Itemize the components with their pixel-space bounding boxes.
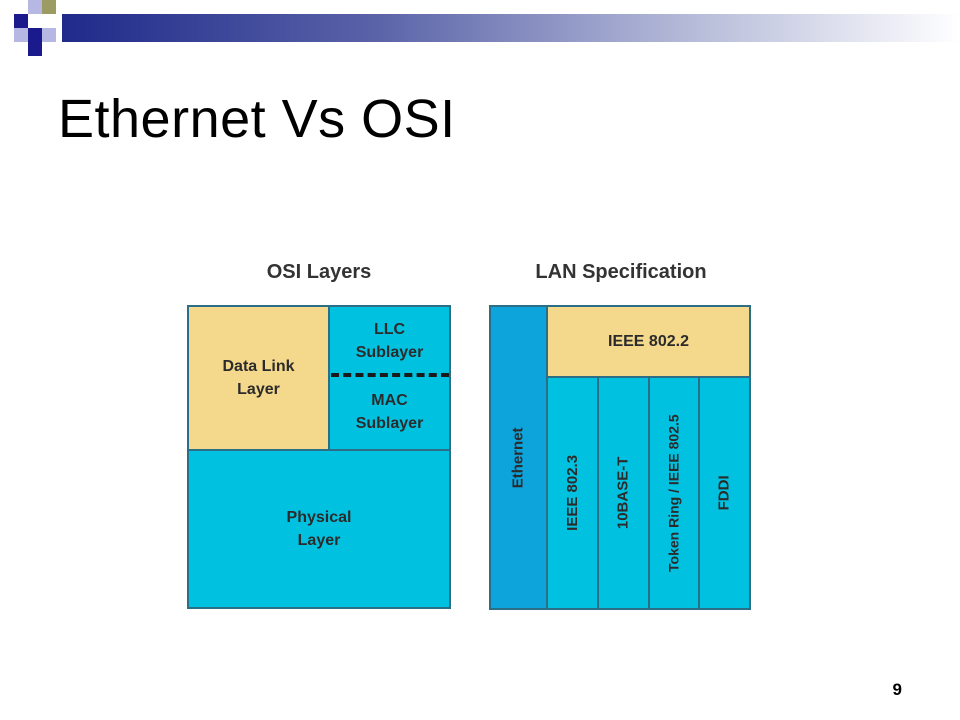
- header-square-navy-2: [28, 28, 42, 42]
- lan-column-label: IEEE 802.3: [563, 455, 581, 531]
- data-link-layer-label: Data Link Layer: [222, 357, 295, 398]
- lan-heading: LAN Specification: [535, 261, 707, 283]
- header-square-navy-3: [28, 42, 42, 56]
- mac-sublayer-box: MAC Sublayer: [328, 375, 451, 451]
- ethernet-box: Ethernet: [489, 305, 548, 610]
- llc-sublayer-box: LLC Sublayer: [328, 305, 451, 377]
- lan-column-label: Token Ring / IEEE 802.5: [665, 414, 682, 572]
- lan-column-token-ring: Token Ring / IEEE 802.5: [648, 376, 700, 610]
- lan-column-label: 10BASE-T: [614, 456, 632, 530]
- ethernet-label: Ethernet: [509, 427, 527, 488]
- lan-column-fddi: FDDI: [698, 376, 751, 610]
- mac-sublayer-label: MAC Sublayer: [355, 391, 424, 432]
- lan-column-ieee-8023: IEEE 802.3: [546, 376, 599, 610]
- osi-heading: OSI Layers: [266, 261, 372, 283]
- header-square-navy: [14, 14, 28, 28]
- ieee-8022-box: IEEE 802.2: [546, 305, 751, 378]
- sublayer-dashed-divider: [331, 373, 449, 377]
- physical-layer-box: Physical Layer: [187, 449, 451, 609]
- data-link-layer-box: Data Link Layer: [187, 305, 330, 451]
- slide-title: Ethernet Vs OSI: [58, 89, 456, 149]
- llc-sublayer-label: LLC Sublayer: [355, 320, 424, 361]
- header-gradient-bar: [62, 14, 960, 42]
- lan-column-10base-t: 10BASE-T: [597, 376, 650, 610]
- page-number: 9: [892, 680, 902, 699]
- header-square-lavender: [28, 0, 42, 14]
- header-square-lavender-3: [42, 28, 56, 42]
- ieee-8022-label: IEEE 802.2: [608, 332, 689, 350]
- header-square-lavender-2: [14, 28, 28, 42]
- lan-column-label: FDDI: [715, 475, 733, 511]
- header-square-olive: [42, 0, 56, 14]
- physical-layer-label: Physical Layer: [286, 508, 352, 549]
